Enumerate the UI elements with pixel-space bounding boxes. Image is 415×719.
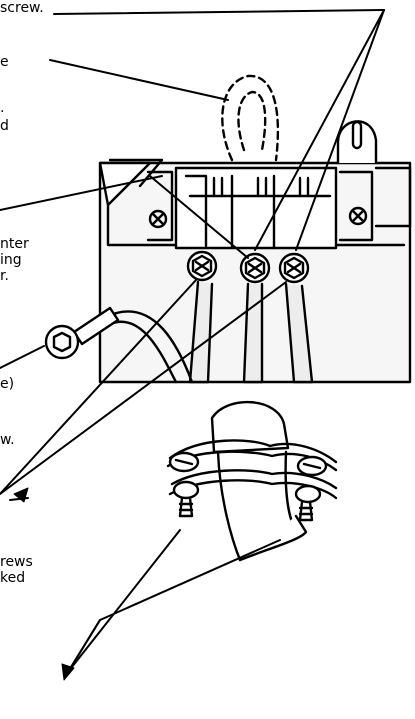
- label-screw-text: screw.: [0, 0, 44, 16]
- label-fragment-d: d: [0, 118, 9, 134]
- label-fragment-dot: .: [0, 100, 4, 116]
- ground-ring-terminal: [44, 306, 120, 360]
- dashed-loop: [221, 74, 280, 162]
- label-fragment-d-text: d: [0, 118, 9, 134]
- terminal-screw-right: [278, 252, 310, 284]
- label-screws: rews ked: [0, 554, 33, 586]
- label-fragment-dot-text: .: [0, 100, 5, 116]
- label-center-line3: r.: [0, 268, 9, 284]
- label-center: nter ing r.: [0, 236, 29, 284]
- label-fragment-w: w.: [0, 432, 15, 448]
- clamp-screw-left: [168, 451, 200, 518]
- label-center-line1: nter: [0, 236, 29, 252]
- label-fragment-e-paren-text: e): [0, 376, 15, 392]
- leader-lines: [0, 9, 385, 673]
- terminal-strip: [174, 166, 338, 284]
- label-screws-line2: ked: [0, 570, 26, 586]
- label-screw: screw.: [0, 0, 44, 16]
- label-screws-line1: rews: [0, 554, 33, 570]
- power-cord-wires: [98, 280, 314, 384]
- terminal-screw-center: [239, 252, 271, 284]
- label-center-line2: ing: [0, 252, 22, 268]
- label-fragment-e: e: [0, 54, 9, 70]
- label-fragment-w-text: w.: [0, 432, 15, 448]
- strain-relief-clamp: [166, 400, 338, 562]
- arrowheads: [13, 487, 75, 681]
- clamp-screw-right: [294, 455, 328, 522]
- terminal-screw-left: [186, 250, 218, 282]
- label-fragment-e-text: e: [0, 54, 9, 70]
- label-fragment-e-paren: e): [0, 376, 14, 392]
